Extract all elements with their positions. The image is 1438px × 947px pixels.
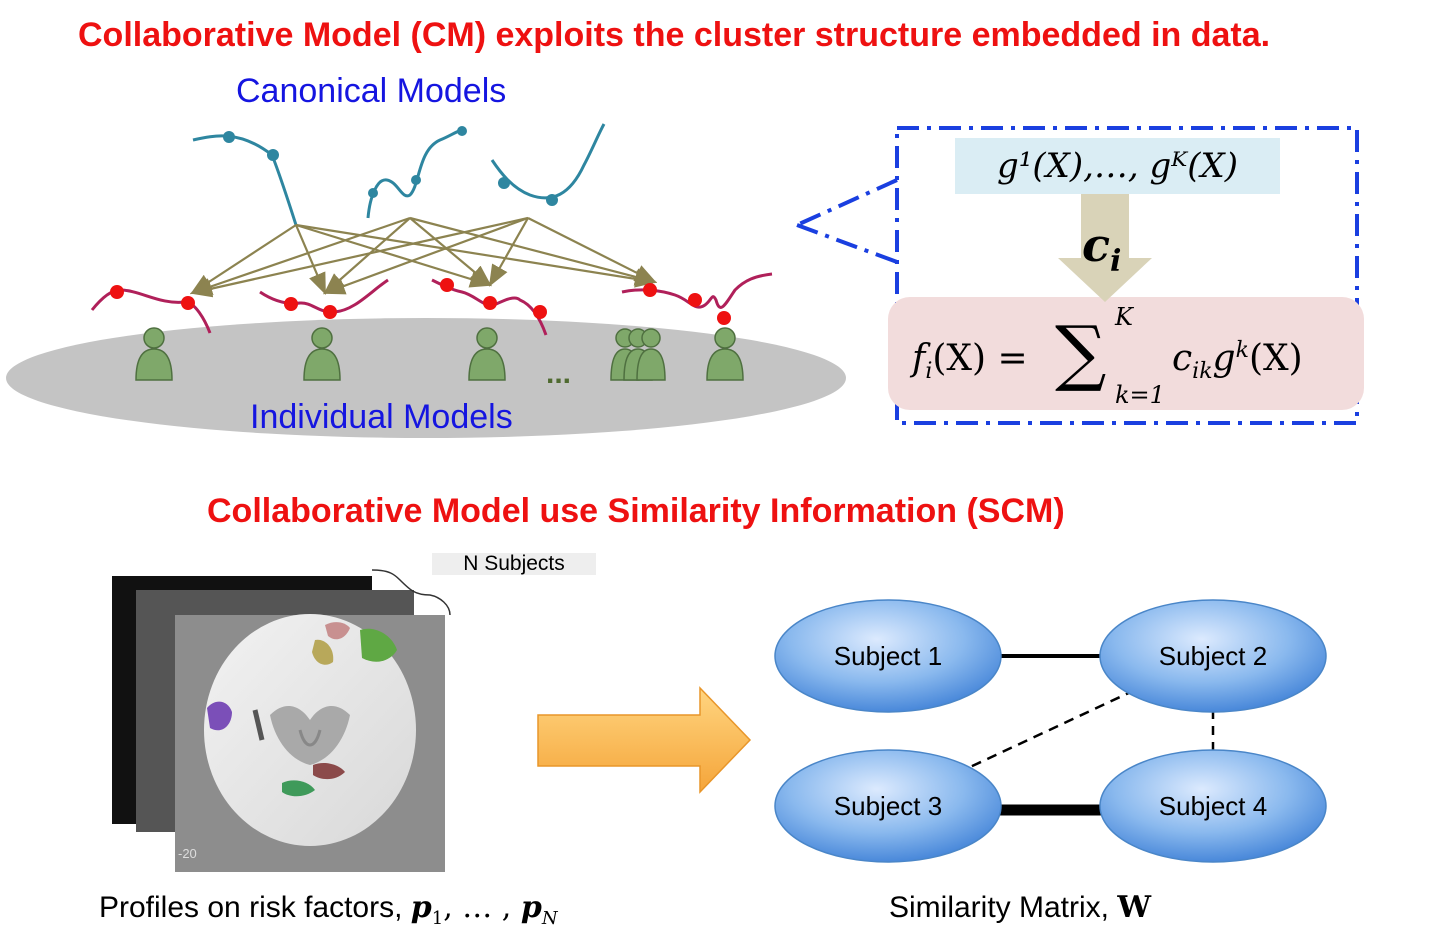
individual-formula-box	[888, 297, 1364, 410]
subject-node-1	[774, 599, 1002, 713]
coef-arrow	[1058, 194, 1152, 302]
caption-profiles-text: Profiles on risk factors,	[99, 891, 411, 924]
formula-f-sub: i	[925, 359, 933, 385]
formula-equals: (X) =	[932, 338, 1028, 379]
coefficient-label: ci	[1082, 218, 1121, 279]
mapping-arrows	[189, 216, 658, 298]
canonical-formula-box	[955, 138, 1280, 194]
individual-models-label: Individual Models	[250, 398, 513, 436]
similarity-nodes	[774, 599, 1327, 863]
sum-superscript: K	[1115, 303, 1133, 331]
coef-symbol: c	[1082, 218, 1111, 272]
person-icons	[135, 327, 744, 381]
canonical-formula-text: g¹(X),…, gᴷ(X)	[996, 146, 1239, 186]
person-icon	[706, 327, 744, 381]
subject-node-2	[1099, 599, 1327, 713]
sum-symbol: ∑	[1055, 310, 1107, 394]
sum-subscript: k=1	[1115, 381, 1165, 409]
sum-term-c: c	[1172, 338, 1193, 379]
formula-callout	[796, 126, 1359, 425]
caption-ellipsis: , … ,	[443, 890, 521, 925]
canonical-points	[223, 126, 558, 206]
sum-term-c-sub: ik	[1192, 359, 1213, 385]
canonical-models-label: Canonical Models	[236, 72, 507, 110]
canonical-curves	[192, 123, 606, 226]
population-platform	[6, 318, 846, 438]
caption-pn-sub: N	[541, 908, 558, 929]
subject-label-3: Subject 3	[833, 791, 943, 821]
n-subjects-label: N Subjects	[463, 552, 565, 575]
caption-p1-sub: 1	[431, 908, 444, 929]
coef-subscript: i	[1110, 244, 1122, 280]
subject-label-1: Subject 1	[833, 641, 943, 671]
individual-formula: fi(X) =	[912, 338, 1028, 384]
sum-term-g: g	[1212, 338, 1236, 379]
subject-label-2: Subject 2	[1158, 641, 1268, 671]
subject-label-4: Subject 4	[1158, 791, 1268, 821]
caption-w: W	[1117, 890, 1152, 925]
caption-similarity: Similarity Matrix, W	[889, 890, 1151, 925]
n-subjects-box	[432, 553, 596, 575]
person-icon	[468, 327, 506, 381]
formula-f: f	[912, 338, 926, 379]
slice-coordinate-label: -20	[178, 846, 197, 861]
caption-pn: p	[520, 890, 542, 925]
person-icon	[135, 327, 173, 381]
similarity-edges	[967, 654, 1215, 816]
brain-image	[204, 614, 416, 846]
person-icon	[636, 328, 666, 381]
canonical-formula: g¹(X),…, gᴷ(X)	[955, 138, 1280, 194]
caption-similarity-text: Similarity Matrix,	[889, 891, 1118, 924]
bottom-title: Collaborative Model use Similarity Infor…	[207, 492, 1065, 530]
sum-term: cikgk(X)	[1172, 338, 1303, 384]
transform-arrow	[537, 686, 752, 794]
person-icon	[303, 327, 341, 381]
subject-node-4	[1099, 749, 1327, 863]
subject-node-3	[774, 749, 1002, 863]
top-title: Collaborative Model (CM) exploits the cl…	[78, 16, 1271, 54]
ellipsis-dots: ...	[546, 357, 572, 390]
individual-points	[110, 278, 731, 325]
sum-term-g-sup: k	[1235, 338, 1249, 363]
caption-p1: p	[410, 890, 432, 925]
caption-profiles: Profiles on risk factors, p1, … , pN	[99, 890, 558, 929]
subjects-brace	[371, 569, 451, 616]
sum-term-x: (X)	[1248, 338, 1303, 379]
